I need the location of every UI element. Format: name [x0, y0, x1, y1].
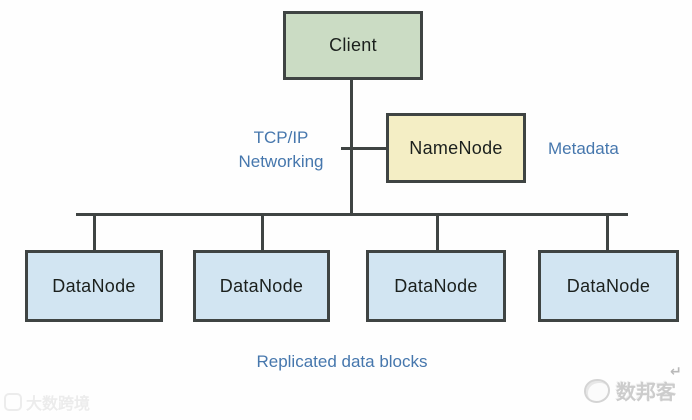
watermark-right-text: 数邦客 — [616, 382, 676, 404]
metadata-label: Metadata — [548, 139, 619, 158]
datanode-node-2: DataNode — [193, 250, 330, 322]
datanode-node-label: DataNode — [394, 275, 478, 296]
client-node-label: Client — [329, 35, 377, 55]
namenode-connector-line — [341, 147, 386, 150]
namenode-node-label: NameNode — [409, 137, 503, 158]
watermark-right-logo-icon — [584, 378, 610, 403]
datanode-3-drop-line — [436, 214, 439, 251]
datanode-node-label: DataNode — [52, 275, 136, 296]
tcpip-networking-label: TCP/IP Networking — [206, 126, 356, 174]
datanode-node-label: DataNode — [219, 275, 304, 296]
datanode-4-drop-line — [606, 214, 609, 251]
datanode-node-4: DataNode — [538, 250, 679, 322]
namenode-node: NameNode — [386, 113, 526, 183]
watermark-right: 数邦客 — [584, 376, 676, 405]
network-bus-line — [76, 213, 628, 216]
datanode-node-label: DataNode — [566, 275, 651, 296]
watermark-left-logo-icon — [4, 393, 22, 411]
watermark-left: 大数跨境 — [4, 390, 90, 414]
replicated-data-blocks-label: Replicated data blocks — [256, 352, 428, 371]
tcpip-label-line1: TCP/IP — [253, 128, 309, 147]
return-arrow-icon: ↵ — [670, 363, 682, 379]
client-node: Client — [283, 11, 423, 80]
datanode-2-drop-line — [261, 214, 264, 251]
watermark-left-text: 大数跨境 — [26, 396, 91, 413]
datanode-1-drop-line — [93, 214, 96, 251]
datanode-node-3: DataNode — [366, 250, 506, 322]
datanode-node-1: DataNode — [25, 250, 163, 322]
tcpip-label-line2: Networking — [238, 152, 324, 171]
